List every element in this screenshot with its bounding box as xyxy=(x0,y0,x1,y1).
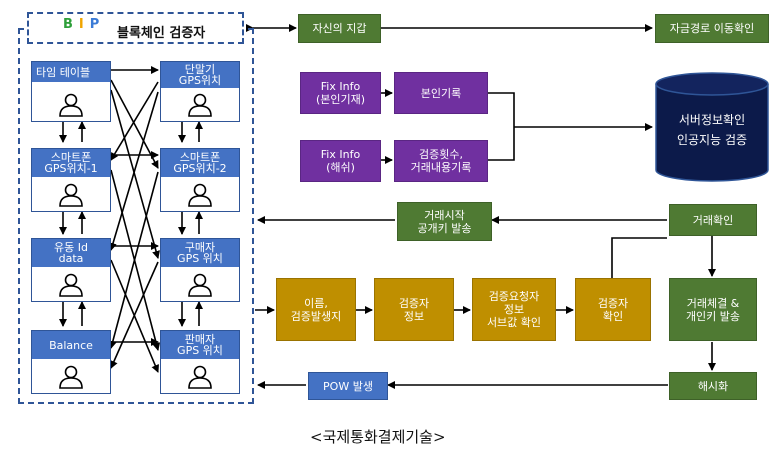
card-smartphone-gps-1: 스마트폰 GPS위치-1 xyxy=(31,148,111,212)
node-verify-count: 검증횟수, 거래내용기록 xyxy=(394,140,488,182)
node-self-record: 본인기록 xyxy=(394,72,488,114)
node-fix-info-self: Fix Info (본인기재) xyxy=(300,72,381,114)
title-box: BIP 블록체인 검증자 xyxy=(27,12,244,44)
card-label: 스마트폰 GPS위치-1 xyxy=(32,149,110,177)
title-text: 블록체인 검증자 xyxy=(117,26,206,41)
node-trade-start: 거래시작 공개키 발송 xyxy=(397,202,492,241)
card-label: 유동 Id data xyxy=(32,239,110,267)
node-trade-sign: 거래체결 & 개인키 발송 xyxy=(669,278,757,341)
card-balance: Balance xyxy=(31,330,111,394)
node-fund-route: 자금경로 이동확인 xyxy=(655,14,769,43)
node-hashing: 해시화 xyxy=(669,372,757,400)
card-label: 판매자 GPS 위치 xyxy=(161,331,239,359)
person-icon xyxy=(59,365,83,389)
person-icon xyxy=(188,365,212,389)
card-label: 타임 테이블 xyxy=(32,62,110,82)
database-cylinder-icon xyxy=(655,72,769,182)
node-server-check: 서버정보확인 인공지능 검증 xyxy=(676,113,748,147)
card-terminal-gps: 단말기 GPS위치 xyxy=(160,61,240,122)
person-icon xyxy=(188,93,212,117)
node-fix-info-hash: Fix Info (해쉬) xyxy=(300,140,381,182)
card-time-table: 타임 테이블 xyxy=(31,61,111,122)
card-buyer-gps: 구매자 GPS 위치 xyxy=(160,238,240,302)
card-label: 단말기 GPS위치 xyxy=(161,62,239,88)
figure-caption: <국제통화결제기술> xyxy=(310,428,446,446)
bip-logo: BIP xyxy=(63,17,106,32)
card-label: Balance xyxy=(32,331,110,359)
node-pow: POW 발생 xyxy=(308,372,388,400)
card-label: 스마트폰 GPS위치-2 xyxy=(161,149,239,177)
node-own-wallet: 자신의 지갑 xyxy=(298,14,381,43)
node-trade-confirm: 거래확인 xyxy=(669,204,757,236)
person-icon xyxy=(59,183,83,207)
person-icon xyxy=(188,273,212,297)
card-label: 구매자 GPS 위치 xyxy=(161,239,239,267)
card-smartphone-gps-2: 스마트폰 GPS위치-2 xyxy=(160,148,240,212)
card-flow-id: 유동 Id data xyxy=(31,238,111,302)
card-seller-gps: 판매자 GPS 위치 xyxy=(160,330,240,394)
person-icon xyxy=(59,93,83,117)
node-verify-request: 검증요청자 정보 서브값 확인 xyxy=(472,278,556,341)
person-icon xyxy=(59,273,83,297)
node-verifier-confirm: 검증자 확인 xyxy=(575,278,651,341)
person-icon xyxy=(188,183,212,207)
node-verifier-info: 검증자 정보 xyxy=(374,278,454,341)
node-name-place: 이름, 검증발생지 xyxy=(276,278,356,341)
